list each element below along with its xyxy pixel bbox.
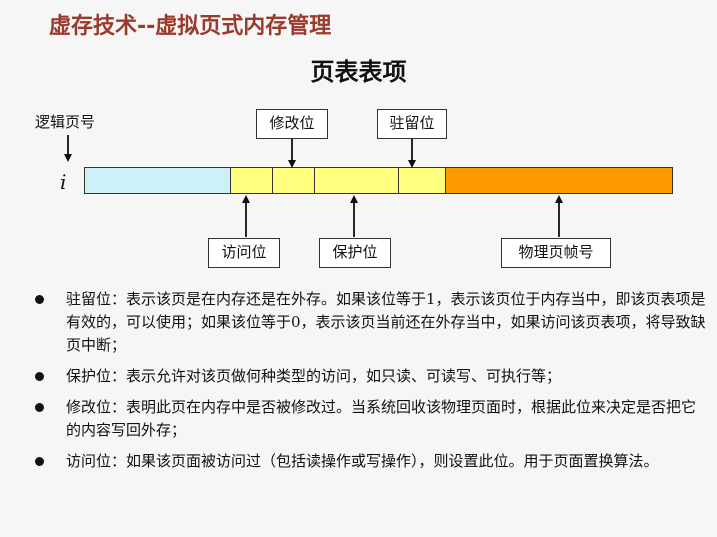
bullet-icon (35, 372, 44, 381)
bullet-text: 访问位：如果该页面被访问过（包括读操作或写操作），则设置此位。用于页面置换算法。 (66, 452, 659, 470)
entry-index-label: i (60, 170, 67, 194)
diagram-title: 页表表项 (310, 57, 407, 86)
slide-title: 虚存技术--虚拟页式内存管理 (49, 14, 332, 39)
modified-bit-label-box: 修改位 (256, 109, 328, 139)
protection-bits-label-box: 保护位 (319, 238, 391, 268)
bullet-text: 修改位：表明此页在内存中是否被修改过。当系统回收该物理页面时，根据此位来决定是否… (66, 398, 697, 439)
index-segment (84, 167, 231, 194)
bullet-icon (35, 457, 44, 466)
logical-page-label: 逻辑页号 (35, 113, 96, 131)
bullet-protection: 保护位：表示允许对该页做何种类型的访问，如只读、可读写、可执行等； (30, 365, 710, 388)
frame-number-label-box: 物理页帧号 (501, 238, 611, 268)
bullet-text: 驻留位：表示该页是在内存还是在外存。如果该位等于1，表示该页位于内存当中，即该页… (66, 290, 706, 354)
bullet-text: 保护位：表示允许对该页做何种类型的访问，如只读、可读写、可执行等； (66, 367, 562, 385)
frame-number-segment (445, 167, 673, 194)
bullet-icon (35, 295, 44, 304)
bullet-icon (35, 403, 44, 412)
access-bit-label-box: 访问位 (208, 238, 280, 268)
resident-bit-label-box: 驻留位 (377, 109, 447, 139)
access-bit-segment (230, 167, 273, 194)
bullet-resident: 驻留位：表示该页是在内存还是在外存。如果该位等于1，表示该页位于内存当中，即该页… (30, 288, 710, 357)
field-descriptions: 驻留位：表示该页是在内存还是在外存。如果该位等于1，表示该页位于内存当中，即该页… (30, 288, 710, 481)
bullet-modified: 修改位：表明此页在内存中是否被修改过。当系统回收该物理页面时，根据此位来决定是否… (30, 396, 710, 442)
bullet-access: 访问位：如果该页面被访问过（包括读操作或写操作），则设置此位。用于页面置换算法。 (30, 450, 710, 473)
